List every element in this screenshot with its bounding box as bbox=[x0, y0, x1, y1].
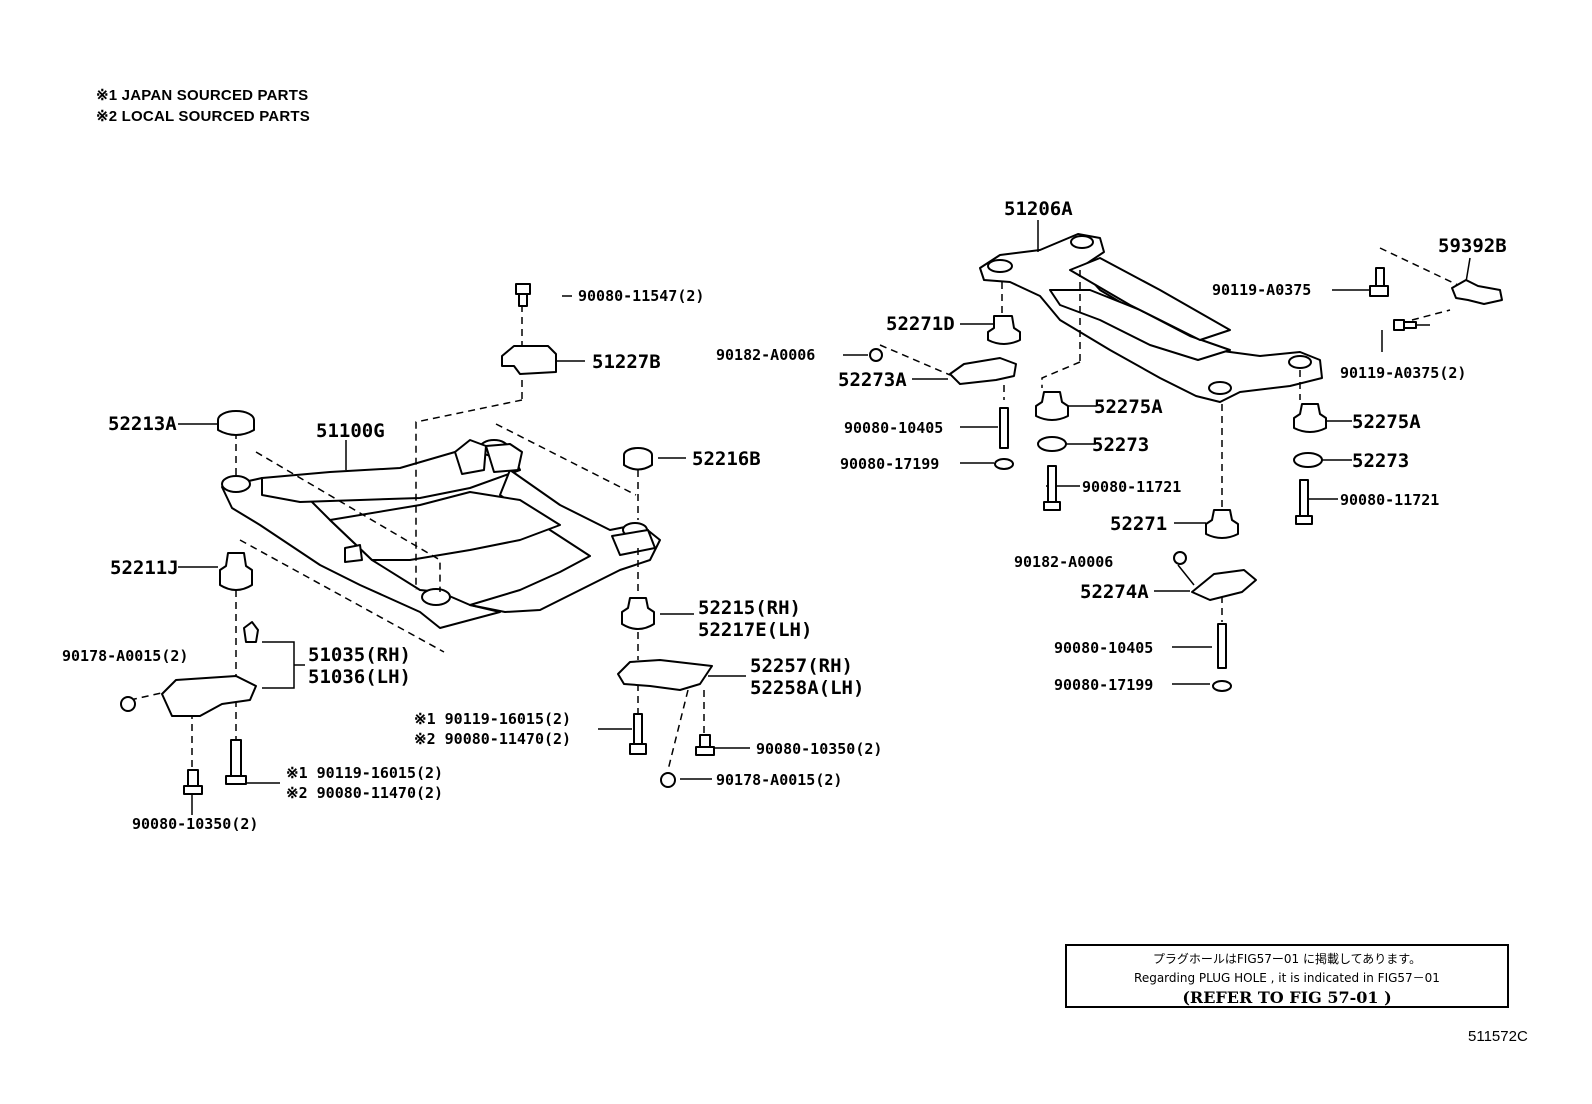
note-local-sourced: ※2 LOCAL SOURCED PARTS bbox=[96, 108, 310, 125]
label-59392B: 59392B bbox=[1438, 235, 1507, 257]
label-90080-10350-low: 90080-10350(2) bbox=[132, 815, 258, 833]
reference-figure-link[interactable]: (REFER TO FIG 57-01 ) bbox=[1182, 988, 1392, 1007]
label-51035-rh: 51035(RH) bbox=[308, 644, 411, 666]
label-90080-17199-low: 90080-17199 bbox=[1054, 676, 1153, 694]
reference-japanese-text: プラグホールはFIG57ー01 に掲載してあります。 bbox=[1152, 952, 1422, 966]
label-90182-A0006-low: 90182-A0006 bbox=[1014, 553, 1113, 571]
label-51036-lh: 51036(LH) bbox=[308, 666, 411, 688]
note-japan-sourced: ※1 JAPAN SOURCED PARTS bbox=[96, 87, 309, 104]
label-90080-17199-top: 90080-17199 bbox=[840, 455, 939, 473]
label-90080-10405-top: 90080-10405 bbox=[844, 419, 943, 437]
label-52211J: 52211J bbox=[110, 557, 179, 579]
front-crossmember-51100G bbox=[221, 439, 661, 629]
label-52271D: 52271D bbox=[886, 313, 955, 335]
label-51206A: 51206A bbox=[1004, 198, 1073, 220]
rear-leader-lines bbox=[843, 220, 1471, 685]
label-52217E-lh: 52217E(LH) bbox=[698, 619, 812, 641]
label-90182-A0006-top: 90182-A0006 bbox=[716, 346, 815, 364]
label-52273-right: 52273 bbox=[1352, 450, 1409, 472]
label-52215-rh: 52215(RH) bbox=[698, 597, 801, 619]
label-90080-11721-right: 90080-11721 bbox=[1340, 491, 1439, 509]
label-52273-mid: 52273 bbox=[1092, 434, 1149, 456]
label-52257-rh: 52257(RH) bbox=[750, 655, 853, 677]
part-labels: 90080-11547(2) 51227B 52213A 51100G 5221… bbox=[62, 198, 1507, 833]
label-51227B: 51227B bbox=[592, 351, 661, 373]
plug-hole-reference-box: プラグホールはFIG57ー01 に掲載してあります。 Regarding PLU… bbox=[1065, 944, 1509, 1008]
label-90080-10350-mid: 90080-10350(2) bbox=[756, 740, 882, 758]
label-52216B: 52216B bbox=[692, 448, 761, 470]
label-90080-11547: 90080-11547(2) bbox=[578, 287, 704, 305]
label-90080-11470-mid: ※2 90080-11470(2) bbox=[414, 730, 571, 748]
reference-english-text: Regarding PLUG HOLE , it is indicated in… bbox=[1134, 971, 1440, 985]
label-90178-A0015-mid: 90178-A0015(2) bbox=[716, 771, 842, 789]
label-52213A: 52213A bbox=[108, 413, 177, 435]
label-52275A-right: 52275A bbox=[1352, 411, 1421, 433]
label-52271: 52271 bbox=[1110, 513, 1167, 535]
label-52274A: 52274A bbox=[1080, 581, 1149, 603]
figure-number: 511572C bbox=[1468, 1028, 1528, 1045]
label-51100G: 51100G bbox=[316, 420, 385, 442]
label-90119-16015-low: ※1 90119-16015(2) bbox=[286, 764, 443, 782]
label-90080-10405-low: 90080-10405 bbox=[1054, 639, 1153, 657]
rear-crossmember-51206A bbox=[979, 233, 1323, 403]
label-52258A-lh: 52258A(LH) bbox=[750, 677, 864, 699]
label-90080-11470-low: ※2 90080-11470(2) bbox=[286, 784, 443, 802]
label-90178-A0015-left: 90178-A0015(2) bbox=[62, 647, 188, 665]
rear-small-parts bbox=[869, 267, 1503, 692]
label-52273A: 52273A bbox=[838, 369, 907, 391]
label-90119-16015-mid: ※1 90119-16015(2) bbox=[414, 710, 571, 728]
front-small-parts bbox=[120, 283, 715, 795]
front-leader-lines bbox=[129, 295, 750, 815]
label-90119-A0375: 90119-A0375 bbox=[1212, 281, 1311, 299]
label-52275A-mid: 52275A bbox=[1094, 396, 1163, 418]
label-90080-11721-mid: 90080-11721 bbox=[1082, 478, 1181, 496]
label-90119-A0375-2: 90119-A0375(2) bbox=[1340, 364, 1466, 382]
